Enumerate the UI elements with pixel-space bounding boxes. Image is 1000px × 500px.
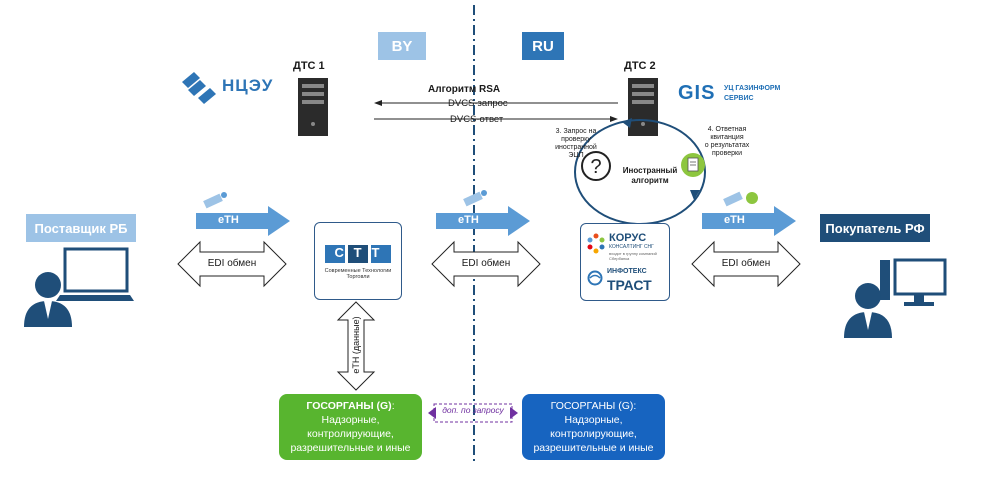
infotecs-logo-icon [587, 270, 603, 286]
infotecs-logo-text: ТРАСТ [607, 277, 652, 293]
step4-line: проверки [712, 150, 742, 157]
region-tag-ru: RU [522, 32, 564, 60]
gov-ru-line1: ГОСОРГАНЫ (G): Надзорные, [550, 400, 637, 426]
document-check-icon [681, 153, 705, 177]
additional-request-label: доп. по запросу [442, 405, 504, 415]
step4-label: 4. Ответная квитанция о результатах пров… [692, 126, 762, 158]
gis-logo-line1: УЦ ГАЗИНФОРМ [724, 85, 781, 92]
edi-exchange-arrow [691, 240, 801, 288]
region-by-label: BY [391, 37, 413, 55]
question-icon: ? [581, 151, 611, 181]
korus-logo-text: КОРУС [609, 232, 647, 244]
additional-request-arrow [428, 403, 518, 423]
step3-line: иностранной [555, 144, 597, 151]
eth-data-label: eTH (данные) [351, 316, 361, 374]
eth-flow-label: eTH [458, 214, 479, 226]
step3-label: 3. Запрос на проверку иностранной ЭЦП [543, 128, 609, 160]
gov-ru-box: ГОСОРГАНЫ (G): Надзорные, контролирующие… [522, 394, 665, 460]
step4-line: квитанция [710, 134, 744, 141]
step3-line: 3. Запрос на [555, 128, 597, 135]
supplier-label: Поставщик РБ [34, 220, 128, 236]
step4-line: 4. Ответная [707, 126, 747, 133]
usb-key-icon [203, 192, 227, 209]
ctt-logo-letter [348, 245, 368, 263]
buyer-label-box: Покупатель РФ [820, 214, 930, 242]
gov-ru-line2: контролирующие, [550, 428, 637, 440]
foreign-line: алгоритм [631, 176, 669, 185]
step3-line: ЭЦП [568, 152, 584, 159]
step4-line: о результатах [704, 142, 750, 149]
eth-flow-arrow [702, 206, 796, 236]
edi-exchange-arrow [177, 240, 287, 288]
gov-by-box: ГОСОРГАНЫ (G): Надзорные, контролирующие… [279, 394, 422, 460]
supplier-laptop-icon [24, 247, 134, 327]
edi-exchange-label: EDI обмен [461, 258, 511, 269]
region-ru-label: RU [532, 37, 554, 55]
gov-by-line2: контролирующие, [307, 428, 394, 440]
ctt-operator-card: СТТ Современные Технологии Торговли [314, 222, 402, 300]
eth-flow-label: eTH [218, 214, 239, 226]
ctt-logo-text: СТТ [334, 245, 390, 260]
question-mark: ? [590, 156, 601, 178]
supplier-label-box: Поставщик РБ [26, 214, 136, 242]
usb-key-icon [463, 190, 487, 207]
ctt-logo-letter [371, 245, 391, 263]
ctt-logo-letter [325, 245, 345, 263]
buyer-desktop-icon [844, 258, 947, 338]
rsa-title: Алгоритм RSA [428, 84, 501, 95]
dtc1-label: ДТС 1 [293, 60, 325, 72]
gis-logo-text: GIS [678, 82, 716, 104]
eth-flow-label: eTH [724, 214, 745, 226]
gov-by-line1: ГОСОРГАНЫ (G): Надзорные, [279, 399, 422, 427]
gis-logo-line2: СЕРВИС [724, 95, 754, 102]
server-icon [298, 78, 328, 136]
nceu-logo-text: НЦЭУ [222, 76, 274, 95]
gov-by-line3: разрешительные и иные [290, 442, 411, 454]
gov-ru-line3: разрешительные и иные [533, 442, 654, 454]
edi-exchange-arrow [431, 240, 541, 288]
nceu-logo-icon [182, 72, 216, 104]
edi-exchange-label: EDI обмен [207, 258, 257, 269]
dvcs-response-label: DVCS-ответ [450, 114, 504, 125]
dvcs-request-label: DVCS-запрос [448, 98, 508, 109]
foreign-line: Иностранный [622, 166, 678, 175]
region-tag-by: BY [378, 32, 426, 60]
eth-flow-arrow [196, 206, 290, 236]
usb-key-icon [723, 191, 758, 207]
eth-data-arrow [336, 301, 376, 391]
eth-flow-arrow [436, 206, 530, 236]
korus-infotecs-card: КОРУС КОНСАЛТИНГ СНГ входит в группу ком… [580, 223, 670, 301]
dtc2-label: ДТС 2 [624, 60, 656, 72]
infotecs-logo-top: ИНФОТЕКС [607, 268, 647, 275]
ctt-logo-subtitle: Современные Технологии Торговли [324, 268, 392, 280]
korus-logo-note: входит в группу компаний Сбербанка [609, 251, 657, 261]
buyer-label: Покупатель РФ [825, 220, 925, 236]
edi-exchange-label: EDI обмен [721, 258, 771, 269]
gov-by-title: ГОСОРГАНЫ (G) [306, 400, 392, 412]
server-icon [628, 78, 658, 136]
dvcs-arrows [374, 100, 618, 122]
korus-logo-subtitle: КОНСАЛТИНГ СНГ [609, 244, 654, 250]
korus-logo-icon [587, 233, 605, 254]
gov-by-title-rest: : Надзорные, [321, 400, 395, 426]
step3-line: проверку [561, 136, 591, 143]
foreign-algorithm-label: Иностранный алгоритм [618, 166, 682, 186]
